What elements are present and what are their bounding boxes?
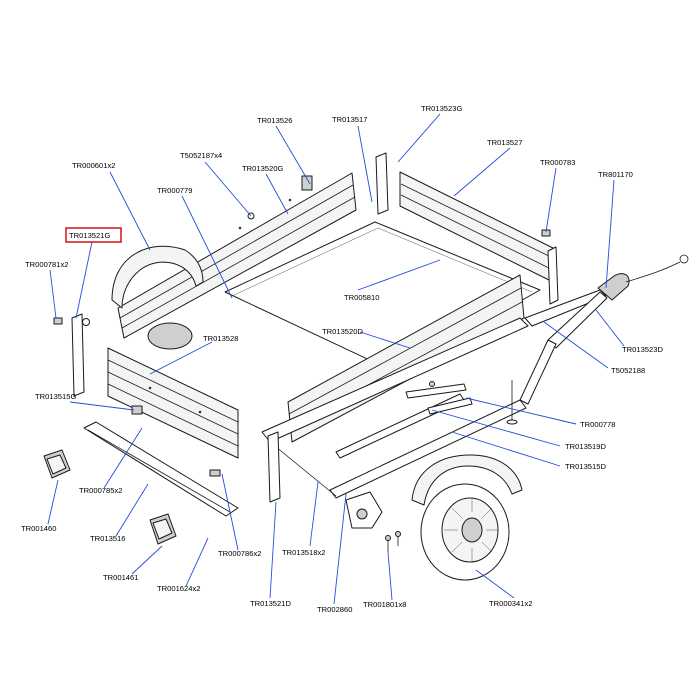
label-tr013527: TR013527: [487, 138, 522, 147]
part-labels: TR000601x2 T5052187x4 TR013526 TR013517 …: [21, 104, 663, 614]
stanchion-right: [267, 431, 281, 503]
label-tr013528: TR013528: [203, 334, 238, 343]
drawbar: [524, 289, 607, 327]
label-tr000783: TR000783: [540, 158, 575, 167]
label-tr001460: TR001460: [21, 524, 56, 533]
label-tr002860: TR002860: [317, 605, 352, 614]
label-t5052188: T5052188: [611, 366, 645, 375]
label-tr000601x2: TR000601x2: [72, 161, 115, 170]
stanchion-left: [71, 313, 85, 397]
front-post-right: [547, 246, 559, 305]
label-tr013518x2: TR013518x2: [282, 548, 325, 557]
label-tr001624x2: TR001624x2: [157, 584, 200, 593]
label-tr013526: TR013526: [257, 116, 292, 125]
wheel-left: [147, 322, 193, 350]
label-tr001461: TR001461: [103, 573, 138, 582]
label-tr801170: TR801170: [598, 170, 633, 179]
coupling-head: [597, 273, 630, 301]
front-post-left: [375, 152, 389, 215]
rear-crossbar: [83, 421, 239, 517]
label-tr013516: TR013516: [90, 534, 125, 543]
bolt-set: [385, 381, 435, 552]
label-tr013521d: TR013521D: [250, 599, 291, 608]
trailer-drawing: [43, 152, 689, 581]
label-tr000779: TR000779: [157, 186, 192, 195]
label-tr005810: TR005810: [344, 293, 379, 302]
label-tr013517: TR013517: [332, 115, 367, 124]
label-tr013523g: TR013523G: [421, 104, 462, 113]
label-tr000786x2: TR000786x2: [218, 549, 261, 558]
leader-lines: [47, 113, 625, 605]
label-tr013520g: TR013520G: [242, 164, 283, 173]
label-tr000781x2: TR000781x2: [25, 260, 68, 269]
breakaway-cable: [625, 261, 681, 283]
label-tr000341x2: TR000341x2: [489, 599, 532, 608]
label-t5052187x4: T5052187x4: [180, 151, 222, 160]
label-tr013520d: TR013520D: [322, 327, 363, 336]
label-tr013515g: TR013515G: [35, 392, 76, 401]
label-tr013515d: TR013515D: [565, 462, 606, 471]
label-tr000778: TR000778: [580, 420, 615, 429]
mudguard-right: [411, 454, 523, 506]
mudguard-left: [111, 245, 204, 309]
highlight-box: [65, 227, 122, 243]
chassis-rail: [261, 317, 529, 443]
label-tr013523d: TR013523D: [622, 345, 663, 354]
label-tr013519d: TR013519D: [565, 442, 606, 451]
label-tr013521g: TR013521G: [69, 231, 110, 240]
label-tr000785x2: TR000785x2: [79, 486, 122, 495]
label-tr001801x8: TR001801x8: [363, 600, 406, 609]
